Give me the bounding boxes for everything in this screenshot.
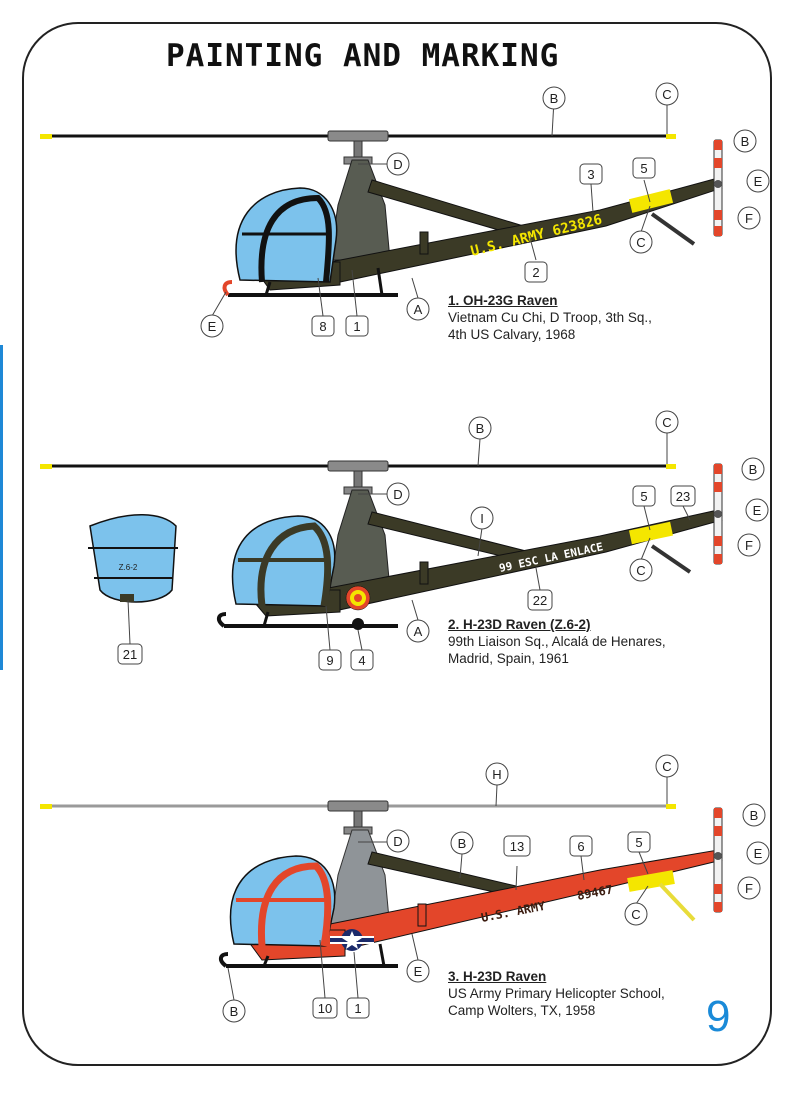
callouts-profile-1: B C D B E F 3 5 C 2 A E 8 1	[200, 82, 770, 338]
page-number: 9	[706, 992, 731, 1041]
svg-text:B: B	[550, 91, 559, 106]
svg-text:5: 5	[635, 835, 642, 850]
svg-text:A: A	[414, 302, 423, 317]
svg-text:3: 3	[587, 167, 594, 182]
svg-text:D: D	[393, 487, 402, 502]
svg-text:21: 21	[123, 647, 137, 662]
svg-text:B: B	[230, 1004, 239, 1019]
svg-text:B: B	[458, 836, 467, 851]
svg-text:C: C	[662, 759, 671, 774]
svg-text:B: B	[741, 134, 750, 149]
svg-text:C: C	[636, 235, 645, 250]
page-frame	[22, 22, 772, 1066]
svg-text:H: H	[492, 767, 501, 782]
caption-profile-2: 2. H-23D Raven (Z.6-2) 99th Liaison Sq.,…	[448, 616, 666, 667]
svg-text:E: E	[754, 846, 763, 861]
caption-3-line2: Camp Wolters, TX, 1958	[448, 1003, 596, 1018]
tail-number-3: 89467	[576, 882, 614, 903]
svg-text:C: C	[662, 87, 671, 102]
caption-2-line2: Madrid, Spain, 1961	[448, 651, 569, 666]
svg-text:5: 5	[640, 489, 647, 504]
svg-text:B: B	[750, 808, 759, 823]
side-tab-marker	[0, 345, 3, 670]
svg-text:C: C	[662, 415, 671, 430]
svg-text:1: 1	[354, 1001, 361, 1016]
caption-3-title: 3. H-23D Raven	[448, 969, 547, 984]
caption-profile-3: 3. H-23D Raven US Army Primary Helicopte…	[448, 968, 665, 1019]
svg-text:9: 9	[326, 653, 333, 668]
callouts-profile-2: B C D B E F I 5 23 C 22 A 9 4 21	[117, 410, 769, 671]
svg-text:E: E	[414, 964, 423, 979]
svg-text:10: 10	[318, 1001, 332, 1016]
callouts-profile-3: H C D B 13 6 5 B E F C E B 10 1	[222, 754, 770, 1023]
svg-text:2: 2	[532, 265, 539, 280]
svg-text:13: 13	[510, 839, 524, 854]
svg-text:A: A	[414, 624, 423, 639]
svg-text:D: D	[393, 834, 402, 849]
svg-text:E: E	[208, 319, 217, 334]
svg-text:B: B	[476, 421, 485, 436]
profile-3-h23d-training: U.S. ARMY 89467	[40, 800, 723, 968]
caption-1-title: 1. OH-23G Raven	[448, 293, 558, 308]
caption-1-line1: Vietnam Cu Chi, D Troop, 3th Sq.,	[448, 310, 652, 325]
svg-text:E: E	[753, 503, 762, 518]
svg-text:F: F	[745, 538, 753, 553]
profile-2-h23d-spain: 99 ESC LA ENLACE Z.6-2	[40, 460, 723, 630]
svg-text:8: 8	[319, 319, 326, 334]
caption-2-title: 2. H-23D Raven (Z.6-2)	[448, 617, 591, 632]
svg-text:D: D	[393, 157, 402, 172]
svg-text:1: 1	[353, 319, 360, 334]
svg-text:4: 4	[358, 653, 365, 668]
page-title: PAINTING AND MARKING	[166, 38, 560, 74]
svg-text:E: E	[754, 174, 763, 189]
svg-text:F: F	[745, 211, 753, 226]
svg-text:22: 22	[533, 593, 547, 608]
svg-text:5: 5	[640, 161, 647, 176]
caption-1-line2: 4th US Calvary, 1968	[448, 327, 576, 342]
front-view-code: Z.6-2	[119, 563, 138, 572]
svg-text:B: B	[749, 462, 758, 477]
svg-text:23: 23	[676, 489, 690, 504]
svg-text:C: C	[636, 563, 645, 578]
svg-text:F: F	[745, 881, 753, 896]
caption-2-line1: 99th Liaison Sq., Alcalá de Henares,	[448, 634, 666, 649]
svg-text:I: I	[480, 511, 484, 526]
front-view-canopy: Z.6-2	[88, 514, 178, 603]
caption-profile-1: 1. OH-23G Raven Vietnam Cu Chi, D Troop,…	[448, 292, 652, 343]
caption-3-line1: US Army Primary Helicopter School,	[448, 986, 665, 1001]
profile-1-oh23g: U.S. ARMY 623826	[40, 130, 723, 297]
svg-text:C: C	[631, 907, 640, 922]
svg-text:6: 6	[577, 839, 584, 854]
